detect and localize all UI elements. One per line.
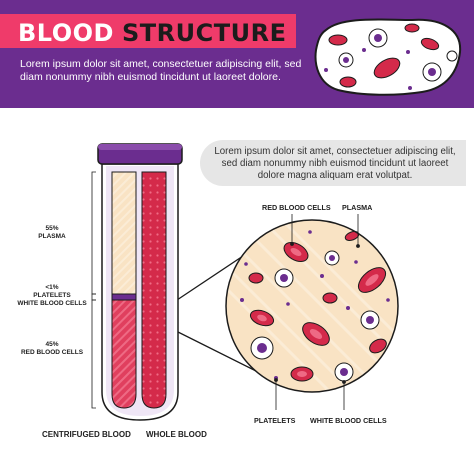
test-tube [97, 143, 183, 421]
plasma-label: 55% PLASMA [26, 225, 78, 241]
magnified-blood-circle [225, 219, 399, 393]
circle-plasma-label: PLASMA [342, 203, 373, 212]
platelets-percent: <1% [45, 284, 59, 291]
platelets-text: PLATELETS [33, 292, 71, 299]
title-structure: STRUCTURE [122, 19, 287, 47]
info-box [200, 140, 466, 186]
centrifuged-buffy-layer [111, 293, 137, 301]
red-cells-label: 45% RED BLOOD CELLS [16, 341, 88, 357]
circle-red-cells-label: RED BLOOD CELLS [262, 203, 331, 212]
plasma-text: PLASMA [38, 233, 66, 240]
platelets-label: <1% PLATELETS WHITE BLOOD CELLS [16, 284, 88, 308]
plasma-percent: 55% [45, 225, 59, 232]
tube-brackets [91, 171, 96, 409]
centrifuged-plasma-layer [111, 171, 137, 295]
circle-white-cells-label: WHITE BLOOD CELLS [310, 416, 387, 425]
red-cells-text: RED BLOOD CELLS [20, 349, 84, 356]
centrifuged-blood-label: CENTRIFUGED BLOOD [42, 430, 131, 439]
whole-blood-label: WHOLE BLOOD [146, 430, 207, 439]
title-banner [0, 14, 296, 48]
red-percent: 45% [45, 341, 59, 348]
white-cells-text: WHITE BLOOD CELLS [17, 300, 87, 307]
circle-platelets-label: PLATELETS [254, 416, 296, 425]
centrifuged-red-layer [111, 299, 137, 409]
header-blood-blob-illustration [314, 18, 462, 96]
whole-blood-column [141, 171, 167, 409]
info-box-text: Lorem ipsum dolor sit amet, consectetuer… [214, 146, 456, 181]
header-description: Lorem ipsum dolor sit amet, consectetuer… [20, 58, 302, 83]
title-blood: BLOOD [18, 19, 114, 47]
label-pointers [274, 214, 360, 410]
